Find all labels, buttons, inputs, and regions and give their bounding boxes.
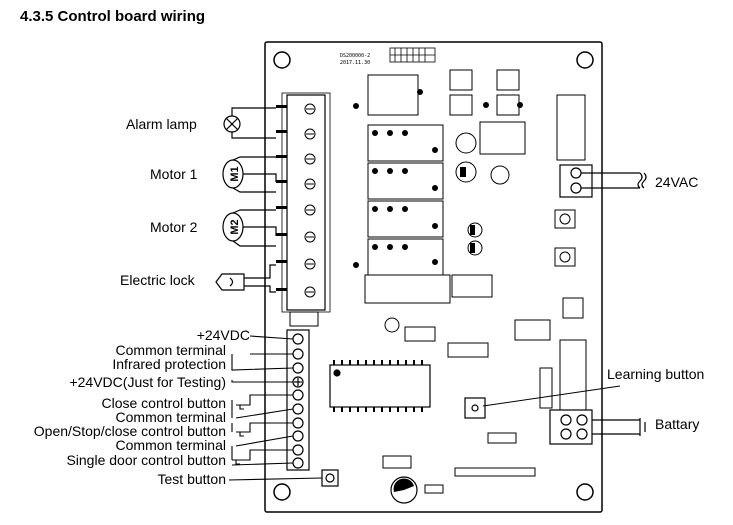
learning-button-component: [464, 397, 486, 419]
motor2-symbol: M2: [229, 219, 241, 234]
lower-terminal-block: [286, 329, 310, 471]
upper-terminal-block: [276, 92, 331, 313]
relay-contacts: [353, 89, 523, 268]
motor1-wiring: [222, 156, 277, 193]
section-title: 4.3.5 Control board wiring: [20, 8, 206, 25]
alarm-lamp-label: Alarm lamp: [126, 116, 197, 132]
buzzer: [390, 476, 418, 504]
header-connector: [382, 432, 517, 494]
board-date: 2017.11.30: [340, 60, 370, 66]
common-terminal-2-label: Common terminal: [115, 409, 226, 425]
board-code: DS200000-2: [340, 53, 370, 59]
learning-button-label: Learning button: [607, 366, 705, 382]
vac-terminal: [559, 164, 593, 198]
control-wiring: [228, 335, 323, 481]
single-door-label: Single door control button: [66, 452, 226, 468]
chip-pins: [333, 360, 423, 412]
infrared-protection-label: Infrared protection: [112, 356, 226, 372]
vac24-wiring: [581, 172, 647, 189]
relay-bank: [364, 74, 493, 304]
capacitor-marks: [460, 167, 475, 253]
plus24vdc-testing-label: +24VDC(Just for Testing): [69, 374, 226, 390]
motor1-label: Motor 1: [150, 166, 198, 182]
vac24-label: 24VAC: [655, 174, 699, 190]
fuse-boxes: [449, 69, 586, 161]
electric-lock-wiring: [215, 264, 276, 293]
microcontroller-chip: [329, 364, 431, 408]
small-chips: [289, 297, 587, 477]
open-stop-close-label: Open/Stop/close control button: [33, 423, 226, 439]
close-control-button-label: Close control button: [101, 395, 226, 411]
control-board: [264, 41, 603, 513]
potentiometers: [554, 209, 576, 267]
test-button-label: Test button: [157, 471, 227, 487]
battery-label: Battary: [655, 416, 700, 432]
top-pin-header: [389, 47, 436, 63]
common-terminal-1-label: Common terminal: [115, 342, 226, 358]
motor1-symbol: M1: [229, 166, 241, 181]
learning-button-pointer: [482, 385, 621, 407]
test-button-component: [321, 469, 339, 487]
motor2-label: Motor 2: [150, 219, 198, 235]
battery-wiring: [592, 418, 646, 436]
battery-terminal: [549, 409, 593, 445]
capacitors: [384, 132, 510, 333]
common-terminal-3-label: Common terminal: [115, 437, 226, 453]
electric-lock-label: Electric lock: [120, 272, 195, 288]
motor2-wiring: [222, 209, 277, 247]
alarm-lamp-wiring: [223, 107, 276, 139]
plus24vdc-label: +24VDC: [196, 327, 250, 343]
